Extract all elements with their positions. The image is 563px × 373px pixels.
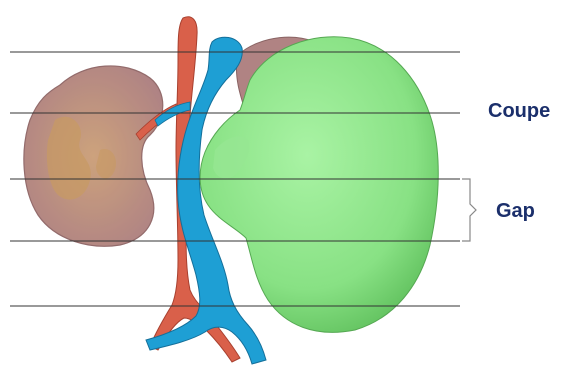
gap-label: Gap bbox=[496, 200, 535, 223]
coupe-label: Coupe bbox=[488, 100, 550, 123]
tumor-mass bbox=[200, 37, 438, 333]
left-kidney bbox=[24, 66, 163, 246]
gap-bracket bbox=[462, 179, 476, 241]
